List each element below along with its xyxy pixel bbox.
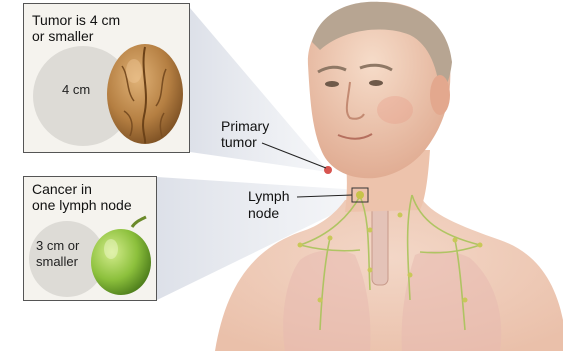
node-callout-title-line2: one lymph node xyxy=(32,197,132,213)
primary-tumor-label-line2: tumor xyxy=(221,134,257,150)
tumor-callout-box: Tumor is 4 cm or smaller 4 cm xyxy=(23,3,190,153)
primary-tumor-label-line1: Primary xyxy=(221,118,269,134)
node-callout-box: Cancer in one lymph node 3 cm or smaller xyxy=(23,176,157,301)
tumor-callout-title-line1: Tumor is 4 cm xyxy=(32,12,120,28)
grape-image xyxy=(88,215,154,297)
lymph-node-label-line2: node xyxy=(248,205,279,221)
lymph-node-marker xyxy=(356,191,364,199)
trachea xyxy=(372,205,388,285)
node-size-label-line1: 3 cm or xyxy=(36,238,79,254)
tumor-size-label: 4 cm xyxy=(62,82,90,98)
lymph-node-label-line1: Lymph xyxy=(248,188,290,204)
node-callout-title-line1: Cancer in xyxy=(32,181,92,197)
node-size-label-line2: smaller xyxy=(36,254,78,270)
ear xyxy=(430,75,450,115)
walnut-image xyxy=(104,41,186,147)
tumor-callout-fan xyxy=(190,8,328,172)
tumor-callout-title-line2: or smaller xyxy=(32,28,93,44)
